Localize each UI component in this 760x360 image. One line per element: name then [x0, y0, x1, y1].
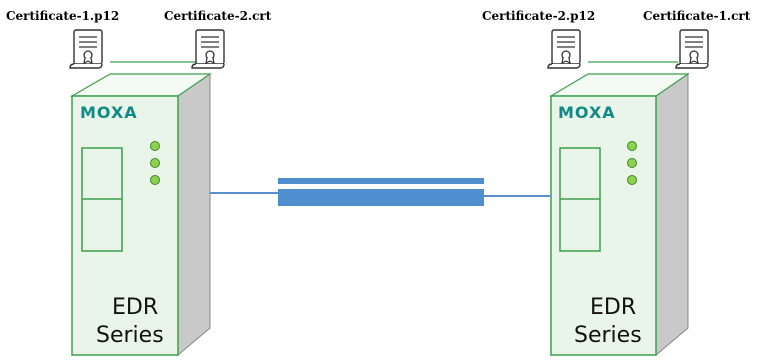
right-device-side [655, 73, 689, 357]
vpn-tunnel-upper [278, 178, 484, 184]
left-cert-2-group: Certificate-2.crt [164, 9, 272, 69]
right-led-3-icon [627, 175, 637, 185]
left-led-1-icon [150, 141, 160, 151]
left-device-side [177, 73, 211, 357]
vpn-tunnel-lower [278, 189, 484, 206]
right-cert-2-group: Certificate-1.crt [643, 9, 751, 69]
right-cert-1-label: Certificate-2.p12 [482, 9, 595, 23]
right-brand-logo: MOXA [558, 103, 616, 122]
left-cert-1-label: Certificate-1.p12 [6, 9, 119, 23]
right-led-2-icon [627, 158, 637, 168]
left-cert-1-group: Certificate-1.p12 [6, 9, 119, 69]
right-cert-1-group: Certificate-2.p12 [482, 9, 595, 69]
certificate-document-icon [69, 29, 103, 69]
certificate-document-icon [547, 29, 581, 69]
left-led-2-icon [150, 158, 160, 168]
left-led-3-icon [150, 175, 160, 185]
left-cert-2-label: Certificate-2.crt [164, 9, 272, 23]
right-led-1-icon [627, 141, 637, 151]
right-series-line1: EDR [590, 295, 636, 320]
right-edr-device: MOXA EDR Series [548, 73, 690, 357]
right-cert-2-label: Certificate-1.crt [643, 9, 751, 23]
left-device-front [71, 95, 179, 356]
left-edr-device: MOXA EDR Series [69, 73, 212, 357]
left-series-line1: EDR [112, 295, 158, 320]
left-series-line2: Series [96, 323, 164, 348]
left-brand-logo: MOXA [80, 103, 138, 122]
right-device-front [550, 95, 657, 356]
right-series-line2: Series [574, 323, 642, 348]
certificate-document-icon [191, 29, 225, 69]
certificate-document-icon [675, 29, 709, 69]
